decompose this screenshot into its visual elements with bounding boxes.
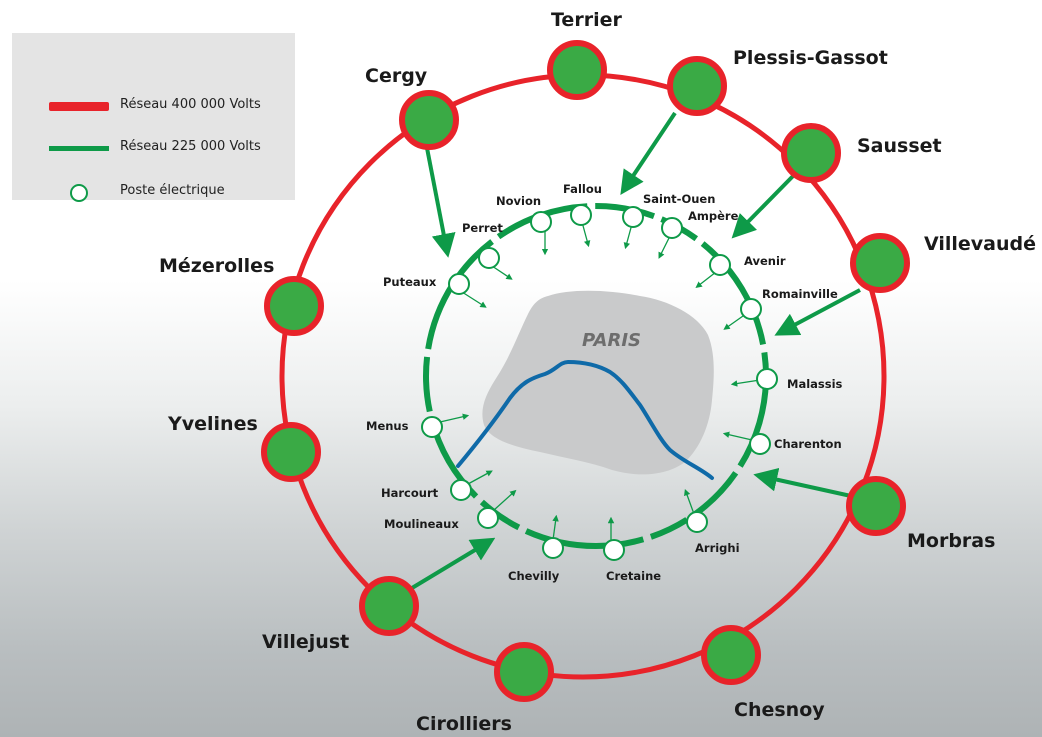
legend-row-substation: Poste électrique bbox=[12, 181, 295, 205]
inner-substation-avenir bbox=[709, 254, 731, 276]
inner-substation-menus bbox=[421, 416, 443, 438]
seine-river bbox=[456, 359, 714, 480]
inner-substation-moulineaux bbox=[477, 507, 499, 529]
substation-yvelines bbox=[261, 422, 321, 482]
feeder-arrow-plessis bbox=[620, 111, 677, 195]
label-chesnoy: Chesnoy bbox=[734, 699, 825, 721]
substation-terrier bbox=[547, 40, 607, 100]
label-cirolliers: Cirolliers bbox=[416, 713, 512, 735]
legend: Réseau 400 000 Volts Réseau 225 000 Volt… bbox=[12, 33, 295, 202]
label-charenton: Charenton bbox=[774, 437, 842, 451]
legend-swatch-225kv bbox=[49, 146, 109, 151]
inner-substation-fallou bbox=[570, 204, 592, 226]
label-harcourt: Harcourt bbox=[381, 486, 439, 500]
label-moulineaux: Moulineaux bbox=[384, 517, 459, 531]
label-ampere: Ampère bbox=[688, 209, 739, 223]
label-saint-ouen: Saint-Ouen bbox=[643, 192, 715, 206]
paris-label: PARIS bbox=[582, 330, 641, 351]
inner-substation-romainville bbox=[740, 298, 762, 320]
feeder-arrow-sausset bbox=[731, 172, 797, 239]
inner-substation-harcourt bbox=[450, 479, 472, 501]
substation-sausset bbox=[781, 123, 841, 183]
outer-substations bbox=[261, 40, 910, 702]
legend-label-substation: Poste électrique bbox=[120, 183, 225, 198]
feeder-arrow-cergy bbox=[425, 147, 456, 258]
substation-cirolliers bbox=[494, 642, 554, 702]
substation-villejust bbox=[359, 576, 419, 636]
label-puteaux: Puteaux bbox=[383, 275, 437, 289]
substation-plessis-gassot bbox=[667, 56, 727, 116]
substation-cergy bbox=[399, 90, 459, 150]
inner-substation-charenton bbox=[749, 433, 771, 455]
legend-swatch-400kv bbox=[49, 102, 109, 111]
feeder-arrow-villejust bbox=[410, 537, 496, 590]
inner-substation-malassis bbox=[756, 368, 778, 390]
label-mezerolles: Mézerolles bbox=[159, 255, 274, 277]
label-novion: Novion bbox=[496, 194, 541, 208]
feeder-arrow-villevaude bbox=[774, 288, 861, 336]
label-villejust: Villejust bbox=[262, 631, 349, 653]
inner-substation-cretaine bbox=[603, 539, 625, 561]
label-villevaude: Villevaudé bbox=[924, 233, 1036, 255]
inner-substation-novion bbox=[530, 211, 552, 233]
label-arrighi: Arrighi bbox=[695, 541, 740, 555]
feeder-arrows bbox=[410, 111, 861, 590]
label-plessis-gassot: Plessis-Gassot bbox=[733, 47, 888, 69]
substation-mezerolles bbox=[264, 276, 324, 336]
inner-substations bbox=[421, 204, 778, 561]
substation-chesnoy bbox=[701, 625, 761, 685]
label-cergy: Cergy bbox=[365, 65, 428, 87]
substation-circle-icon bbox=[70, 184, 88, 202]
legend-row-225kv: Réseau 225 000 Volts bbox=[12, 137, 295, 161]
label-menus: Menus bbox=[366, 419, 409, 433]
label-romainville: Romainville bbox=[762, 287, 838, 301]
label-yvelines: Yvelines bbox=[167, 413, 258, 435]
label-cretaine: Cretaine bbox=[606, 569, 661, 583]
inner-substation-ampere bbox=[661, 217, 683, 239]
legend-label-225kv: Réseau 225 000 Volts bbox=[120, 139, 261, 154]
legend-row-400kv: Réseau 400 000 Volts bbox=[12, 95, 295, 119]
inner-substation-saint-ouen bbox=[622, 206, 644, 228]
legend-label-400kv: Réseau 400 000 Volts bbox=[120, 97, 261, 112]
label-sausset: Sausset bbox=[857, 135, 942, 157]
paris-area bbox=[482, 290, 714, 475]
label-morbras: Morbras bbox=[907, 530, 995, 552]
inner-substation-arrighi bbox=[686, 511, 708, 533]
label-chevilly: Chevilly bbox=[508, 569, 560, 583]
label-perret: Perret bbox=[462, 221, 503, 235]
inner-substation-puteaux bbox=[448, 273, 470, 295]
substation-villevaude bbox=[850, 233, 910, 293]
substation-morbras bbox=[846, 476, 906, 536]
label-fallou: Fallou bbox=[563, 182, 602, 196]
inner-substation-perret bbox=[478, 247, 500, 269]
label-terrier: Terrier bbox=[551, 9, 622, 31]
feeder-arrow-morbras bbox=[753, 467, 861, 500]
label-avenir: Avenir bbox=[744, 254, 786, 268]
label-malassis: Malassis bbox=[787, 377, 843, 391]
inner-substation-chevilly bbox=[542, 537, 564, 559]
